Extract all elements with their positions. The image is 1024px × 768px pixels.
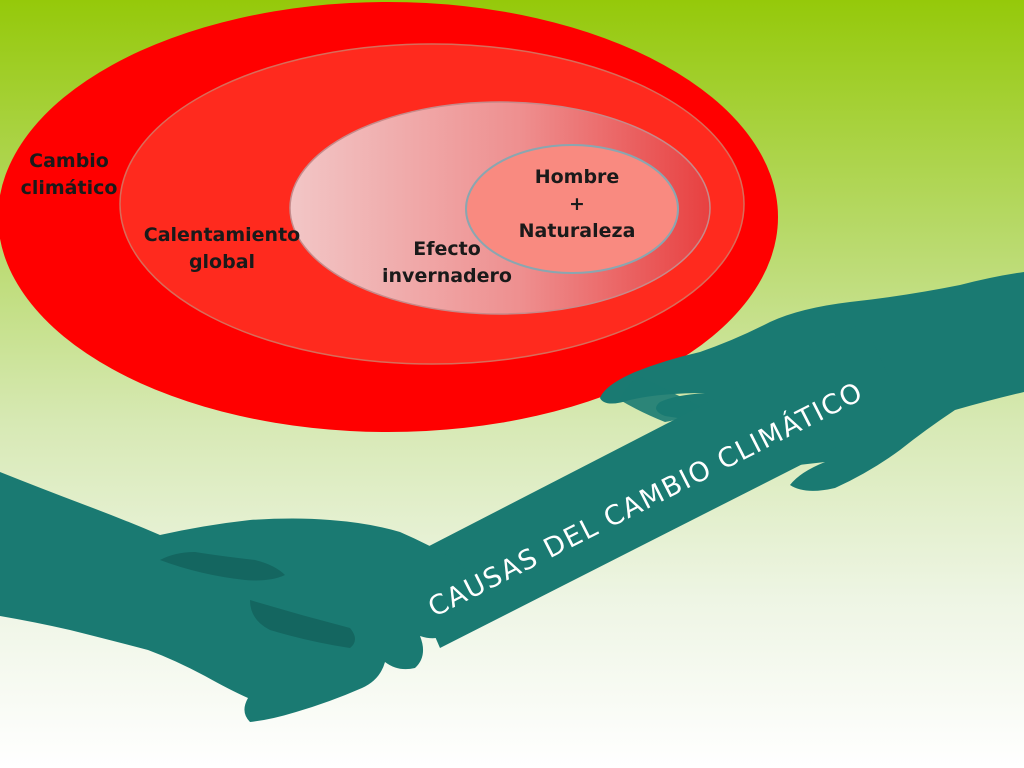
- label-hombre-naturaleza-line1: Hombre: [534, 166, 620, 188]
- label-efecto-invernadero-line2: invernadero: [382, 265, 512, 287]
- label-cambio-climatico: Cambio climático: [14, 148, 124, 202]
- causas-banner-band: [402, 322, 905, 648]
- label-calentamiento-global-line2: global: [188, 251, 256, 273]
- label-efecto-invernadero: Efecto invernadero: [378, 236, 516, 290]
- ellipse-hombre-naturaleza: [465, 144, 679, 274]
- left-hand-icon: [0, 472, 471, 722]
- label-efecto-invernadero-line1: Efecto: [413, 238, 481, 260]
- label-calentamiento-global: Calentamiento global: [142, 222, 302, 276]
- label-calentamiento-global-line1: Calentamiento: [143, 224, 301, 246]
- label-cambio-climatico-line2: climático: [20, 177, 118, 199]
- label-hombre-naturaleza-line2: +: [569, 193, 585, 215]
- label-hombre-naturaleza-line3: Naturaleza: [518, 220, 636, 242]
- label-hombre-naturaleza: Hombre + Naturaleza: [507, 164, 647, 245]
- label-cambio-climatico-line1: Cambio: [29, 150, 109, 172]
